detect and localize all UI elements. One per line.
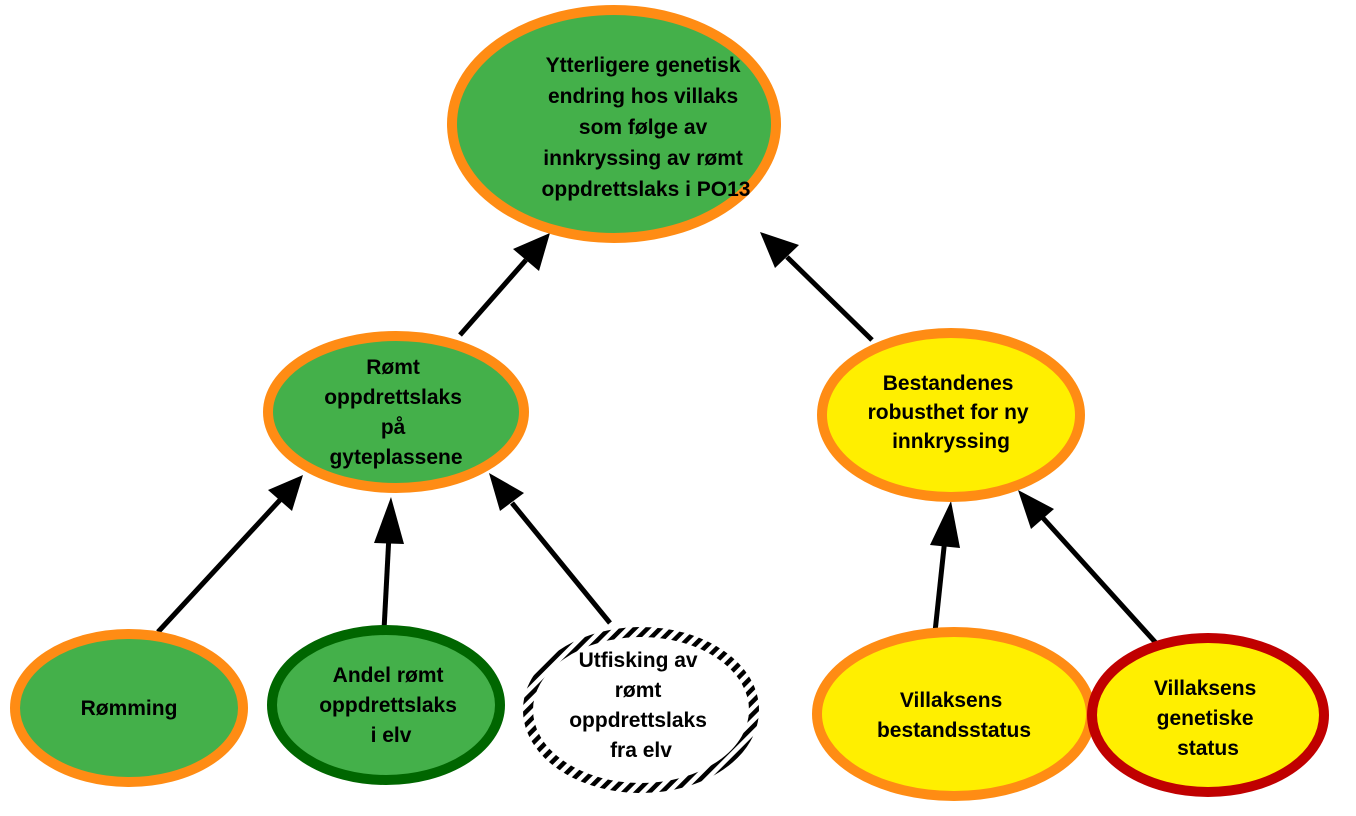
node-utfisking-line-1: Utfisking av	[579, 649, 698, 672]
node-mid-left-line-4: gyteplassene	[329, 446, 462, 469]
node-utfisking-line-4: fra elv	[610, 739, 672, 762]
node-andel-line-2: oppdrettslaks	[319, 694, 457, 717]
node-top-line-4: innkryssing av rømt	[543, 147, 743, 170]
node-genetiske-line-2: genetiske	[1157, 707, 1254, 730]
node-utfisking: Utfisking av rømt oppdrettslaks fra elv	[523, 627, 759, 793]
arrowhead-bestandsstatus-to-bestandenes	[930, 501, 960, 548]
svg-text:Villaksens bestandsstatu: Villaksens bestandsstatus	[877, 689, 1031, 742]
node-mid-left-line-2: oppdrettslaks	[324, 386, 462, 409]
arrow-genetiske-to-bestandenes	[1041, 516, 1158, 645]
node-mid-left-line-3: på	[381, 416, 406, 439]
node-mid-right-line-3: innkryssing	[892, 430, 1010, 453]
node-utfisking-line-2: rømt	[615, 679, 662, 702]
node-bestandenes-robusthet: Bestandenes robusthet for ny innkryssing	[817, 328, 1085, 502]
svg-text:Bestandenes robusthet fo: Bestandenes robusthet for ny innkryssing	[868, 372, 1035, 453]
node-andel-line-1: Andel rømt	[333, 664, 444, 687]
node-mid-left-line-1: Rømt	[366, 356, 420, 379]
arrowhead-genetiske-to-bestandenes	[1018, 490, 1054, 529]
node-top-line-2: endring hos villaks	[548, 85, 738, 108]
arrow-rømt-to-top	[458, 258, 528, 337]
arrow-romming-to-rømt	[156, 498, 282, 634]
node-romming-line-1: Rømming	[81, 697, 178, 720]
node-mid-right-line-2: robusthet for ny	[868, 401, 1029, 424]
arrowhead-bestandenes-to-top	[760, 232, 799, 268]
node-top-line-5: oppdrettslaks i PO13	[542, 178, 751, 201]
node-top-line-3: som følge av	[579, 116, 708, 139]
node-top-line-1: Ytterligere genetisk	[546, 54, 741, 77]
arrow-utfisking-to-rømt	[510, 501, 612, 625]
svg-text:Rømt oppdrettslaks: Rømt oppdrettslaks på gyteplassene	[324, 356, 468, 469]
node-mid-right-line-1: Bestandenes	[883, 372, 1014, 395]
node-romming: Rømming	[10, 629, 248, 787]
node-utfisking-line-3: oppdrettslaks	[569, 709, 707, 732]
svg-text:Andel rømt oppdrettslaks: Andel rømt oppdrettslaks i elv	[319, 664, 463, 747]
svg-text:Ytterligere genetisk end: Ytterligere genetisk endring hos villaks…	[542, 54, 751, 201]
node-andel-romt: Andel rømt oppdrettslaks i elv	[267, 625, 505, 785]
node-villaksens-genetiske-status: Villaksens genetiske status	[1087, 633, 1329, 797]
arrowhead-romming-to-rømt	[268, 475, 303, 511]
arrowhead-rømt-to-top	[513, 233, 550, 271]
arrow-andel-to-rømt	[381, 534, 392, 631]
arrowhead-andel-to-rømt	[374, 497, 404, 544]
svg-text:Villaksens genetiske: Villaksens genetiske status	[1154, 677, 1262, 760]
node-andel-line-3: i elv	[371, 724, 412, 747]
node-genetiske-line-3: status	[1177, 737, 1239, 760]
node-villaksens-bestandsstatus: Villaksens bestandsstatus	[812, 627, 1096, 801]
svg-text:Rømming: Rømming	[81, 697, 178, 720]
node-genetisk-endring: Ytterligere genetisk endring hos villaks…	[447, 5, 781, 243]
arrow-bestandenes-to-top	[785, 255, 874, 342]
arrow-bestandsstatus-to-bestandenes	[932, 537, 948, 633]
node-genetiske-line-1: Villaksens	[1154, 677, 1256, 700]
node-romt-oppdrettslaks: Rømt oppdrettslaks på gyteplassene	[263, 331, 529, 493]
node-bestandsstatus-line-1: Villaksens	[900, 689, 1002, 712]
node-bestandsstatus-line-2: bestandsstatus	[877, 719, 1031, 742]
arrowhead-utfisking-to-rømt	[489, 473, 524, 511]
svg-text:Utfisking av rømt: Utfisking av rømt oppdrettslaks fra elv	[569, 649, 713, 762]
